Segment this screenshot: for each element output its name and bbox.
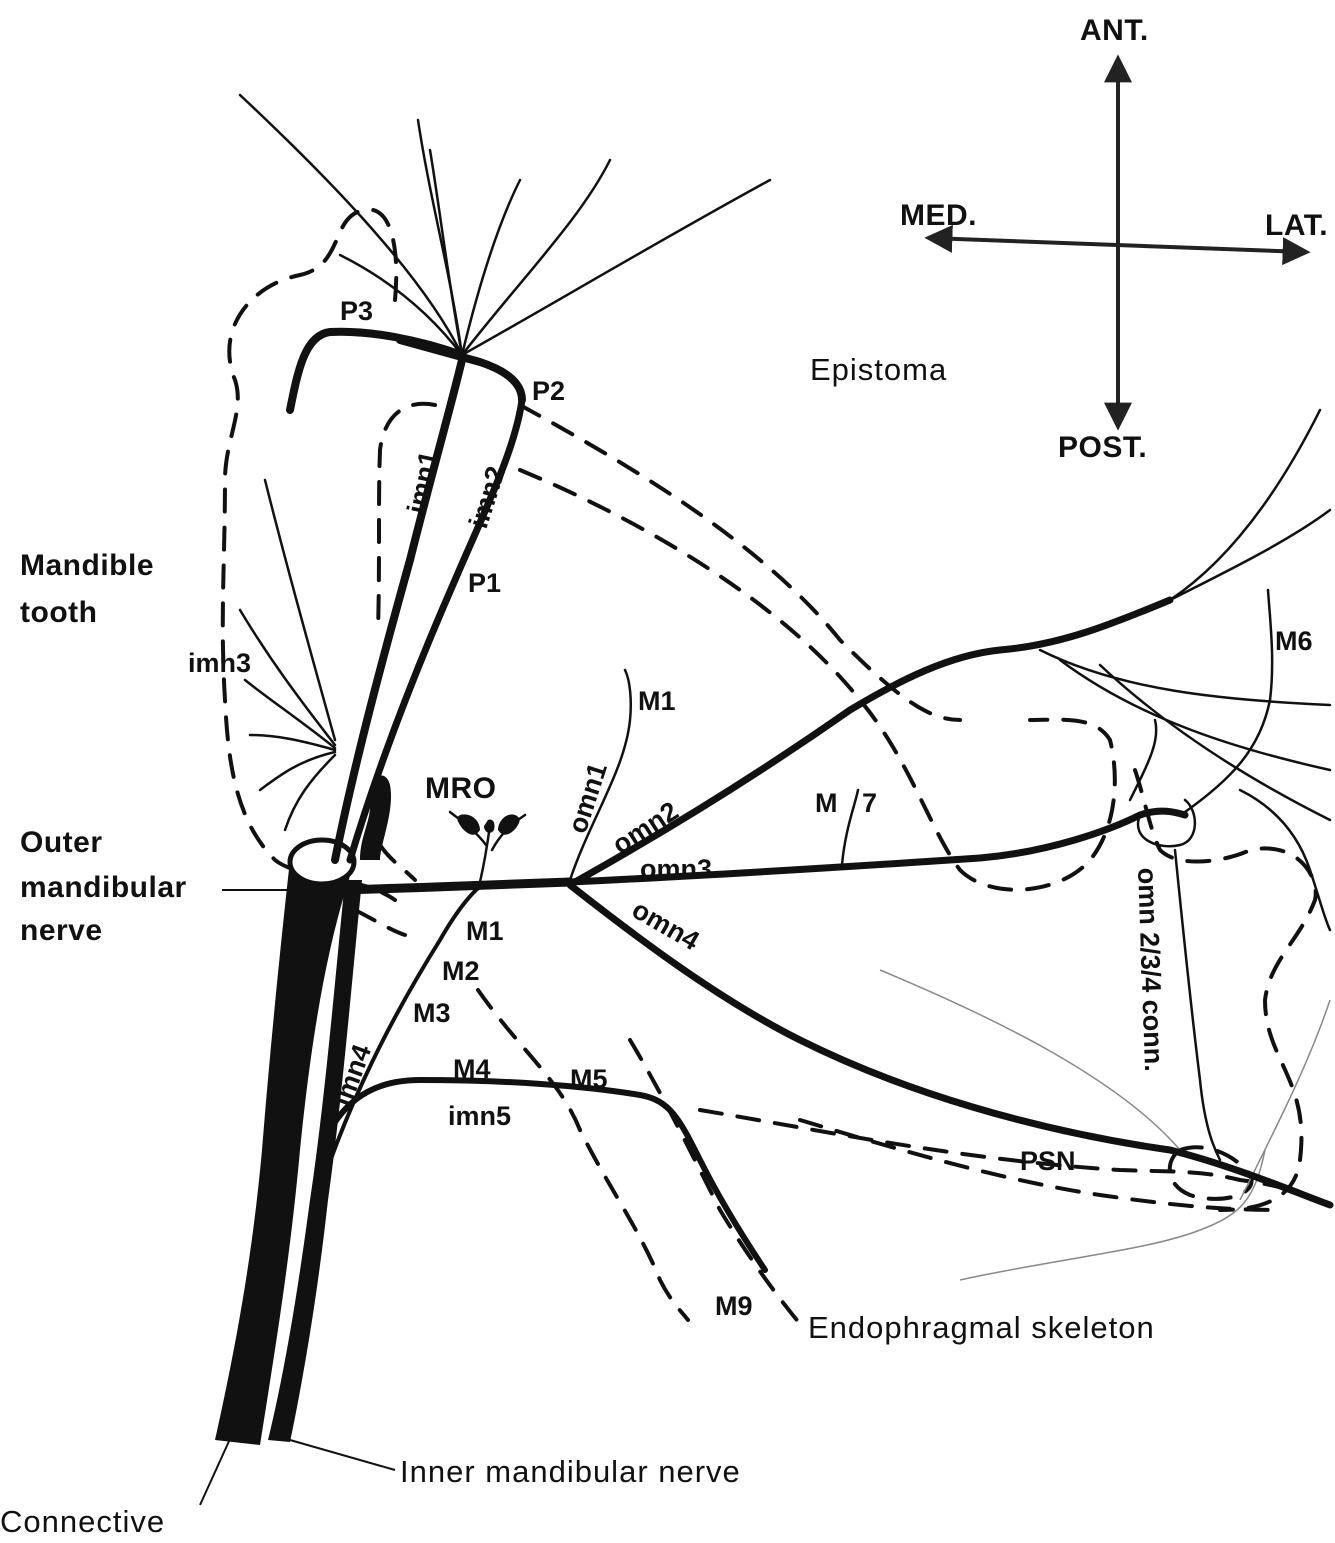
label-anterior: ANT. (1080, 14, 1149, 47)
label-inner-mandibular: Inner mandibular nerve (400, 1454, 741, 1489)
imn3-fiber-5 (260, 752, 335, 790)
mro-stalk (480, 825, 490, 882)
m5-apodeme-outline (630, 1040, 805, 1330)
label-m3: M3 (413, 998, 451, 1028)
label-outer-mandibular-3: nerve (20, 914, 103, 947)
outer-mandibular-nerve (345, 882, 570, 890)
label-outer-mandibular-2: mandibular (20, 871, 187, 904)
label-omn-conn: omn 2/3/4 conn. (1132, 867, 1169, 1072)
endophragmal-skeleton-outline-upper (700, 1110, 1330, 1205)
inner-mandibular-branches (240, 95, 770, 1270)
label-m5: M5 (570, 1064, 608, 1094)
mro-cell-left (457, 814, 480, 834)
label-m1-upper: M1 (638, 686, 676, 716)
label-mro: MRO (425, 772, 497, 805)
label-p3: P3 (340, 296, 373, 326)
p2-apodeme-outline-lower (520, 470, 1115, 890)
label-imn2: imn2 (463, 463, 511, 532)
imn3-fiber-2 (240, 610, 335, 745)
label-m4: M4 (453, 1054, 491, 1084)
mro-cell-right (498, 814, 520, 834)
labels: Epistoma Mandible tooth Endophragmal ske… (0, 296, 1313, 1539)
label-m2: M2 (442, 956, 480, 986)
label-p1: P1 (468, 568, 501, 598)
tooth-fiber-4 (462, 180, 520, 355)
label-psn: PSN (1020, 1146, 1076, 1176)
label-imn3: imn3 (188, 648, 251, 678)
label-m6: M6 (1275, 626, 1313, 656)
label-m9: M9 (715, 1291, 753, 1321)
label-posterior: POST. (1058, 431, 1147, 464)
label-imn1: imn1 (402, 448, 444, 516)
label-omn3: omn3 (640, 854, 712, 884)
label-outer-mandibular-1: Outer (20, 826, 103, 859)
label-epistoma: Epistoma (810, 352, 947, 387)
orientation-compass: ANT. POST. MED. LAT. (900, 14, 1328, 464)
omn-conn-descending (1175, 850, 1220, 1160)
label-medial: MED. (900, 199, 977, 232)
label-m1-lower: M1 (466, 916, 504, 946)
faint-curve-3 (1240, 1000, 1330, 1200)
omn2-branch-fan-2 (1060, 660, 1330, 770)
m7-branch (842, 790, 858, 865)
outer-mandibular-dashed-lower (355, 910, 405, 935)
p2-apodeme-outline-upper (520, 405, 960, 720)
label-m7-number: 7 (862, 788, 877, 818)
dashed-outlines (223, 210, 1330, 1330)
label-mandible-tooth-1: Mandible (20, 549, 154, 582)
mro-cell-mid (484, 819, 495, 832)
label-omn2: omn2 (607, 796, 684, 860)
outer-mandibular-dashed-upper (380, 845, 415, 880)
faint-lines (880, 970, 1330, 1280)
omn-connective-branch (1130, 720, 1156, 800)
tooth-fiber-5 (462, 160, 610, 355)
m2-m5-apodeme-outline (478, 990, 688, 1320)
label-mandible-tooth-2: tooth (20, 596, 97, 629)
label-imn5: imn5 (448, 1101, 511, 1131)
omn2-branch-fan-3 (1100, 665, 1330, 820)
omn2-branch-upper (1170, 410, 1320, 600)
label-omn4: omn4 (627, 894, 704, 956)
imn3-fiber-6 (285, 755, 335, 830)
label-p2: P2 (532, 376, 565, 406)
p3-nerve (290, 332, 462, 410)
outer-mandibular-cut (290, 840, 354, 884)
inner-mandibular-pointer (290, 1440, 395, 1470)
imn1-muscle-outline (378, 404, 435, 630)
label-lateral: LAT. (1265, 209, 1328, 242)
label-endophragmal-skeleton: Endophragmal skeleton (808, 1310, 1155, 1345)
right-branch-down (1240, 790, 1330, 930)
label-connective: Connective (0, 1504, 165, 1539)
label-m7: M (815, 788, 838, 818)
